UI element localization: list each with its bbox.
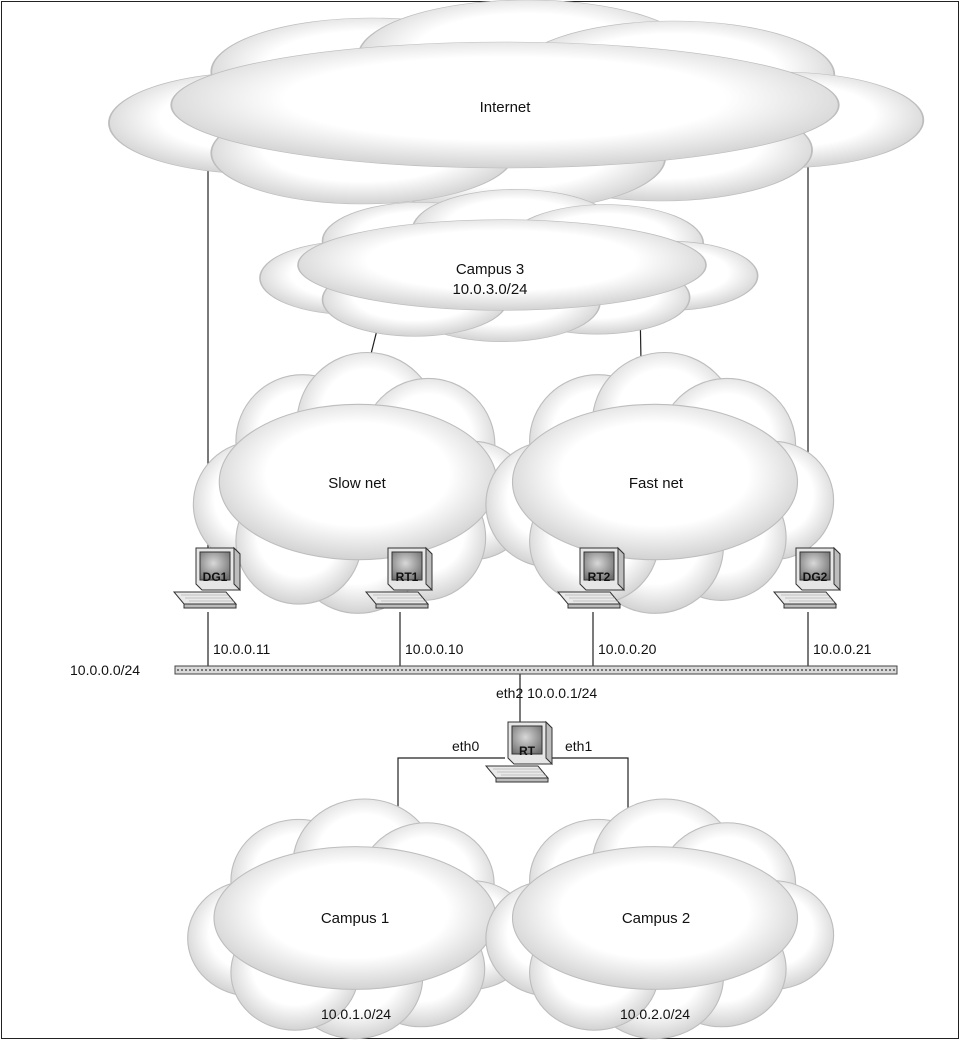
rt2-ip: 10.0.0.20 <box>598 641 657 657</box>
dg1-ip: 10.0.0.11 <box>213 641 271 657</box>
rt-eth0-label: eth0 <box>452 738 479 754</box>
slow-net-label: Slow net <box>328 475 386 492</box>
campus2-subnet: 10.0.2.0/24 <box>620 1006 690 1022</box>
campus1-label: Campus 1 <box>321 910 389 927</box>
rt-eth2-label: eth2 10.0.0.1/24 <box>496 685 597 701</box>
dg2-ip: 10.0.0.21 <box>813 641 872 657</box>
rt2-name: RT2 <box>588 570 611 584</box>
rt-eth1-label: eth1 <box>565 738 592 754</box>
campus2-label: Campus 2 <box>622 910 690 927</box>
dg1-name: DG1 <box>203 570 228 584</box>
lan-bus <box>174 665 898 675</box>
dg2-name: DG2 <box>803 570 828 584</box>
rt1-name: RT1 <box>396 570 419 584</box>
campus3-subnet: 10.0.3.0/24 <box>452 281 527 298</box>
rt1-ip: 10.0.0.10 <box>405 641 464 657</box>
internet-label: Internet <box>480 99 532 116</box>
fast-net-label: Fast net <box>629 475 684 492</box>
rt-name: RT <box>519 744 536 758</box>
campus1-subnet: 10.0.1.0/24 <box>321 1006 391 1022</box>
campus3-label: Campus 3 <box>456 261 524 278</box>
lan-subnet-label: 10.0.0.0/24 <box>70 662 140 678</box>
